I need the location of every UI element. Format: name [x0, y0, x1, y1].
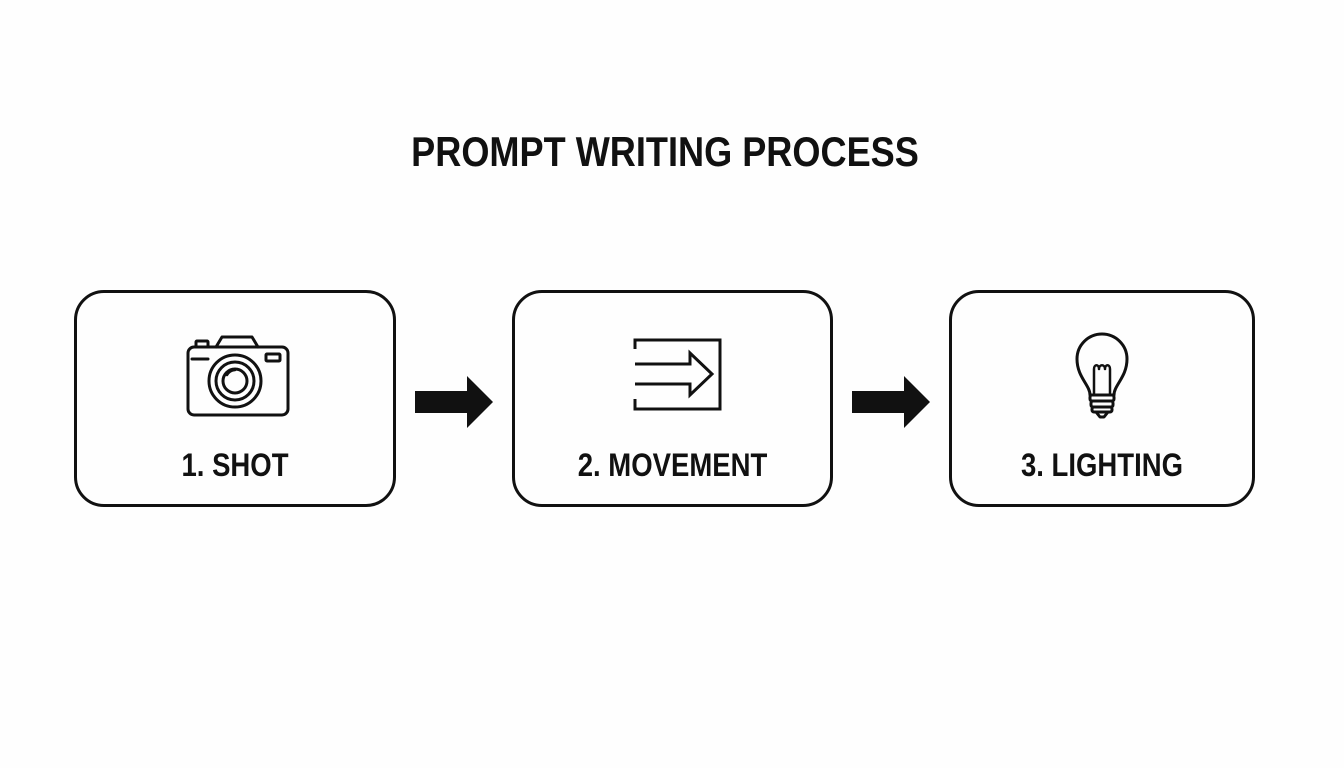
- step-box-shot: 1. SHOT: [74, 290, 396, 507]
- step-label-movement: 2. MOVEMENT: [577, 447, 768, 483]
- step-box-lighting: 3. LIGHTING: [949, 290, 1255, 507]
- step-box-movement: 2. MOVEMENT: [512, 290, 833, 507]
- right-arrow-icon: [852, 376, 932, 428]
- right-arrow-icon: [415, 376, 495, 428]
- step-label-lighting: 3. LIGHTING: [1020, 447, 1184, 483]
- step-label-shot: 1. SHOT: [181, 447, 289, 483]
- lightbulb-icon: [1047, 331, 1157, 421]
- diagram-title: PROMPT WRITING PROCESS: [411, 128, 919, 175]
- camera-icon: [180, 331, 290, 421]
- arrow-into-frame-icon: [618, 331, 728, 421]
